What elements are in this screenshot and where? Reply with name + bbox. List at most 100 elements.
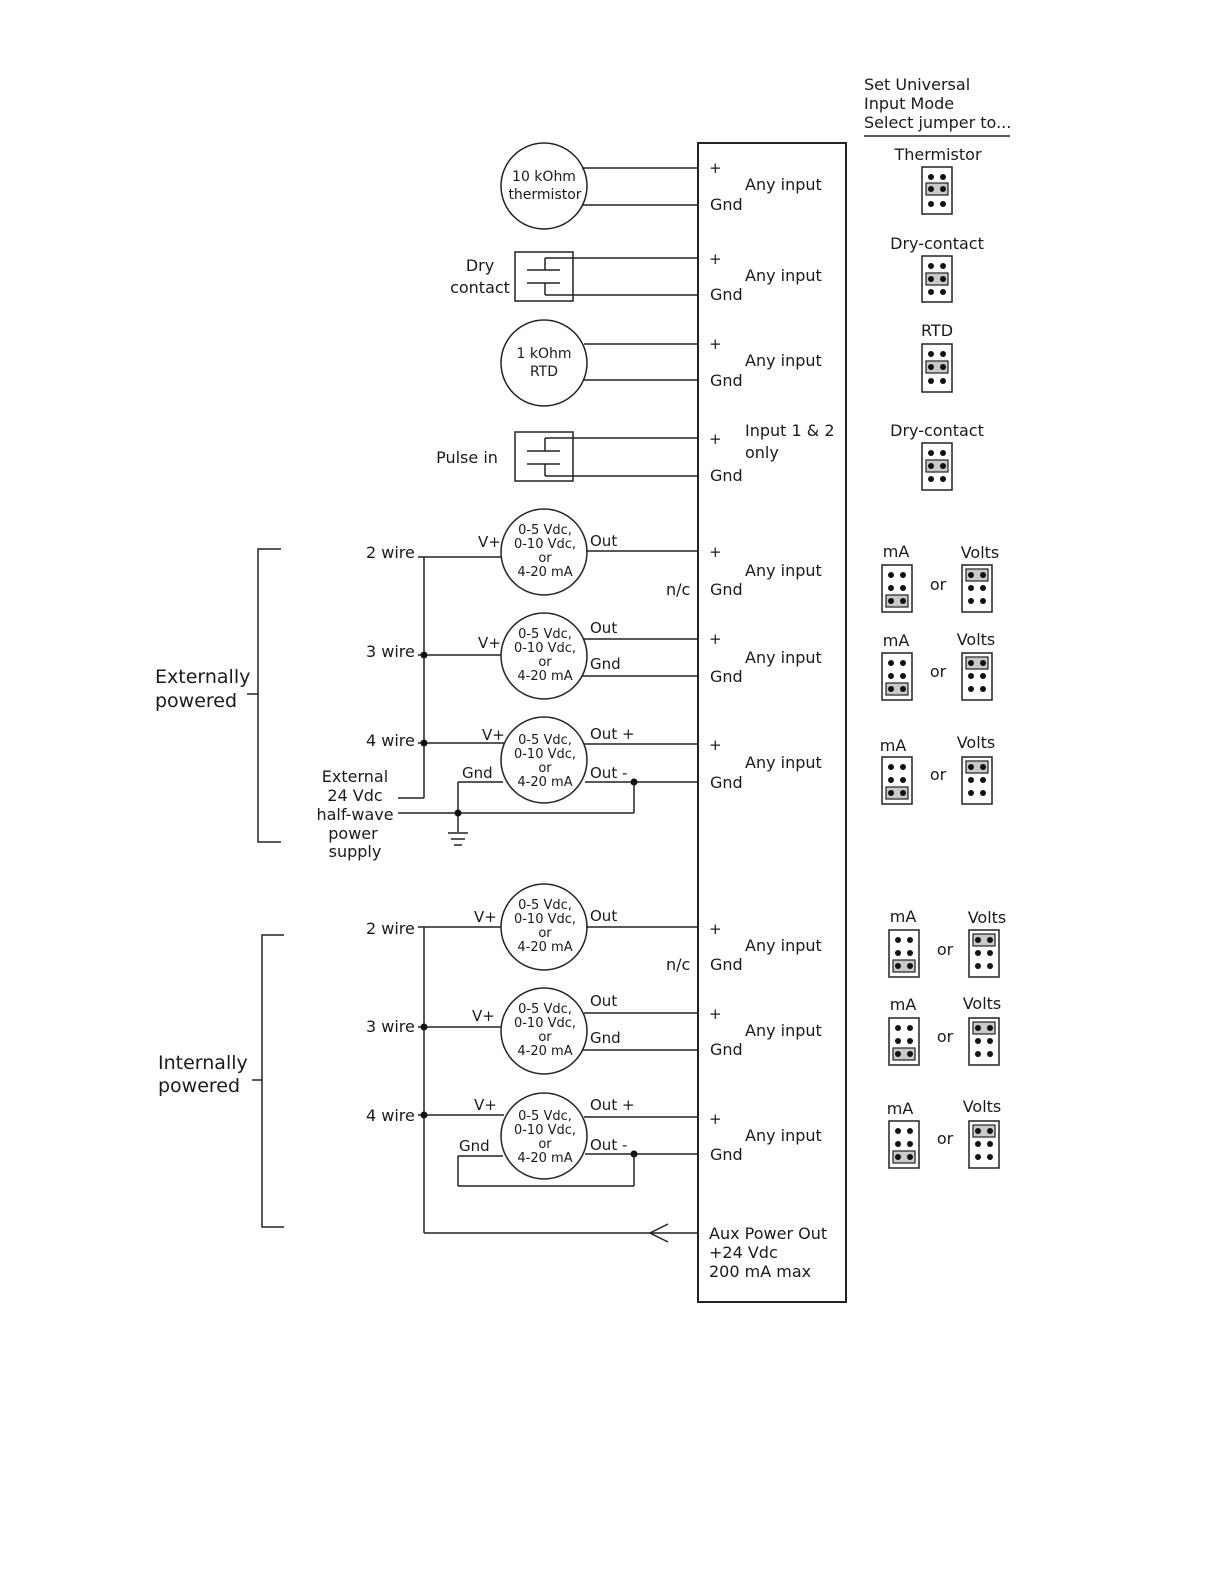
- svg-text:0-5 Vdc,: 0-5 Vdc,: [518, 1002, 572, 1017]
- svg-text:0-10 Vdc,: 0-10 Vdc,: [514, 1016, 576, 1031]
- jumper-pair-int-3-wire: mA Volts or: [888, 994, 1001, 1066]
- svg-text:0-5 Vdc,: 0-5 Vdc,: [518, 523, 572, 538]
- svg-text:or: or: [538, 1137, 552, 1152]
- header-line-3: Select jumper to...: [864, 113, 1011, 132]
- dry-contact-sensor: Dry contact: [450, 251, 698, 302]
- svg-text:4 wire: 4 wire: [366, 731, 415, 750]
- svg-text:Gnd: Gnd: [710, 773, 743, 792]
- svg-text:+: +: [709, 1005, 722, 1023]
- int-2-wire-transmitter: 2 wire V+ 0-5 Vdc, 0-10 Vdc, or 4-20 mA …: [366, 883, 698, 974]
- terminal-row-4: + Input 1 & 2 only Gnd: [709, 421, 835, 485]
- svg-text:Any input: Any input: [745, 175, 822, 194]
- svg-text:Dry: Dry: [466, 256, 494, 275]
- svg-text:Any input: Any input: [745, 1021, 822, 1040]
- ext-4-wire-transmitter: 4 wire V+ 0-5 Vdc, 0-10 Vdc, or 4-20 mA …: [366, 716, 698, 846]
- svg-text:Aux Power Out: Aux Power Out: [709, 1224, 827, 1243]
- svg-text:+: +: [709, 630, 722, 648]
- svg-text:External: External: [322, 767, 388, 786]
- internally-powered-group: Internally powered 2 wire V+ 0-5 Vdc, 0-…: [158, 883, 698, 1243]
- jumper-thermistor: Thermistor: [893, 145, 982, 215]
- svg-text:4-20 mA: 4-20 mA: [517, 565, 572, 580]
- svg-text:4-20 mA: 4-20 mA: [517, 1151, 572, 1166]
- svg-text:4 wire: 4 wire: [366, 1106, 415, 1125]
- svg-text:Gnd: Gnd: [710, 285, 743, 304]
- svg-text:V+: V+: [478, 634, 501, 652]
- svg-text:Volts: Volts: [963, 1097, 1002, 1116]
- svg-text:Gnd: Gnd: [590, 655, 621, 673]
- header-line-2: Input Mode: [864, 94, 954, 113]
- jumper-pair-int-4-wire: mA Volts or: [887, 1097, 1002, 1169]
- svg-text:n/c: n/c: [666, 955, 690, 974]
- svg-text:or: or: [538, 655, 552, 670]
- terminal-row-3: + Any input Gnd: [709, 335, 822, 390]
- svg-text:+: +: [709, 430, 722, 448]
- svg-text:4-20 mA: 4-20 mA: [517, 940, 572, 955]
- terminal-row-9: + Any input Gnd: [709, 1005, 822, 1059]
- ext-3-wire-transmitter: 3 wire V+ 0-5 Vdc, 0-10 Vdc, or 4-20 mA …: [366, 612, 698, 700]
- int-4-wire-transmitter: 4 wire V+ 0-5 Vdc, 0-10 Vdc, or 4-20 mA …: [366, 1092, 698, 1187]
- svg-text:Gnd: Gnd: [710, 1145, 743, 1164]
- svg-text:or: or: [538, 761, 552, 776]
- svg-text:+24 Vdc: +24 Vdc: [709, 1243, 778, 1262]
- svg-text:Volts: Volts: [957, 733, 996, 752]
- terminal-row-10: + Any input Gnd: [709, 1110, 822, 1164]
- svg-text:RTD: RTD: [530, 364, 558, 380]
- thermistor-sensor: 10 kOhm thermistor: [500, 142, 698, 230]
- svg-text:Volts: Volts: [968, 908, 1007, 927]
- svg-text:V+: V+: [474, 1096, 497, 1114]
- svg-text:Any input: Any input: [745, 753, 822, 772]
- jumper-dry-contact-pulse: Dry-contact: [890, 421, 984, 491]
- svg-text:Thermistor: Thermistor: [893, 145, 981, 164]
- svg-text:RTD: RTD: [921, 321, 953, 340]
- svg-text:thermistor: thermistor: [508, 187, 581, 203]
- svg-text:Out: Out: [590, 532, 617, 550]
- svg-text:10 kOhm: 10 kOhm: [512, 169, 576, 185]
- ext-2-wire-transmitter: 2 wire V+ 0-5 Vdc, 0-10 Vdc, or 4-20 mA …: [366, 508, 698, 599]
- header-line-1: Set Universal: [864, 75, 970, 94]
- int-3-wire-transmitter: 3 wire V+ 0-5 Vdc, 0-10 Vdc, or 4-20 mA …: [366, 987, 698, 1075]
- svg-text:4-20 mA: 4-20 mA: [517, 775, 572, 790]
- svg-text:24 Vdc: 24 Vdc: [327, 786, 382, 805]
- svg-text:half-wave: half-wave: [316, 805, 393, 824]
- svg-text:0-10 Vdc,: 0-10 Vdc,: [514, 747, 576, 762]
- svg-text:contact: contact: [450, 278, 510, 297]
- svg-text:only: only: [745, 443, 779, 462]
- svg-text:Internally: Internally: [158, 1052, 248, 1074]
- svg-text:+: +: [709, 335, 722, 353]
- terminal-row-6: + Any input Gnd: [709, 630, 822, 686]
- svg-text:Gnd: Gnd: [459, 1137, 490, 1155]
- jumper-dry-contact: Dry-contact: [890, 234, 984, 303]
- svg-text:3 wire: 3 wire: [366, 1017, 415, 1036]
- svg-text:Gnd: Gnd: [710, 667, 743, 686]
- externally-powered-group: Externally powered 2 wire V+ 0-5 Vdc, 0-…: [155, 508, 698, 861]
- svg-text:0-10 Vdc,: 0-10 Vdc,: [514, 1123, 576, 1138]
- svg-text:200 mA max: 200 mA max: [709, 1262, 811, 1281]
- svg-text:V+: V+: [472, 1007, 495, 1025]
- svg-text:V+: V+: [474, 908, 497, 926]
- terminal-row-2: + Any input Gnd: [709, 250, 822, 304]
- jumper-pair-int-2-wire: mA Volts or: [888, 907, 1007, 978]
- rtd-sensor: 1 kOhm RTD: [500, 319, 698, 407]
- svg-text:Gnd: Gnd: [710, 466, 743, 485]
- svg-text:0-10 Vdc,: 0-10 Vdc,: [514, 912, 576, 927]
- svg-text:4-20 mA: 4-20 mA: [517, 669, 572, 684]
- svg-text:Gnd: Gnd: [710, 195, 743, 214]
- svg-text:Dry-contact: Dry-contact: [890, 234, 984, 253]
- svg-text:+: +: [709, 1110, 722, 1128]
- svg-text:0-5 Vdc,: 0-5 Vdc,: [518, 733, 572, 748]
- svg-text:0-5 Vdc,: 0-5 Vdc,: [518, 1109, 572, 1124]
- svg-text:Gnd: Gnd: [710, 580, 743, 599]
- pulse-in-sensor: Pulse in: [436, 431, 698, 482]
- svg-text:Out -: Out -: [590, 1136, 627, 1154]
- svg-text:0-5 Vdc,: 0-5 Vdc,: [518, 898, 572, 913]
- svg-text:Out: Out: [590, 992, 617, 1010]
- svg-text:supply: supply: [329, 842, 382, 861]
- svg-text:Out -: Out -: [590, 764, 627, 782]
- svg-text:or: or: [538, 551, 552, 566]
- terminal-row-8: + Any input Gnd: [709, 920, 822, 974]
- svg-text:Volts: Volts: [957, 630, 996, 649]
- svg-text:4-20 mA: 4-20 mA: [517, 1044, 572, 1059]
- svg-text:Pulse in: Pulse in: [436, 448, 498, 467]
- aux-power-out: Aux Power Out +24 Vdc 200 mA max: [709, 1224, 827, 1281]
